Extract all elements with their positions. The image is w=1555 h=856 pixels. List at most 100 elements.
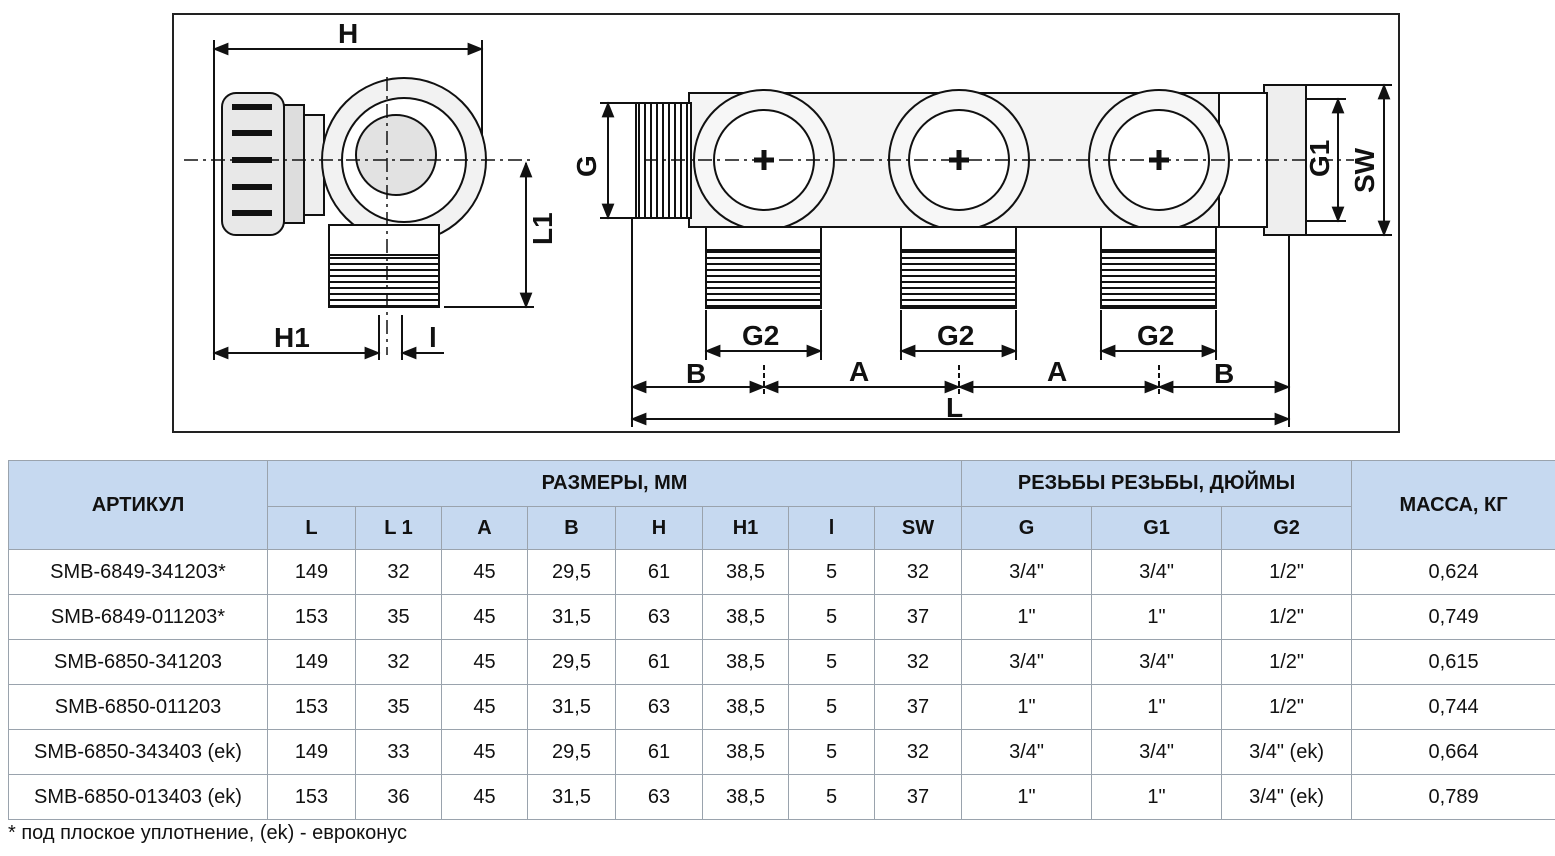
cell-sw: 32 bbox=[873, 639, 963, 685]
cell-l1: 36 bbox=[355, 774, 442, 820]
label-G2-3: G2 bbox=[1137, 320, 1174, 351]
header-threads: РЕЗЬБЫ РЕЗЬБЫ, ДЮЙМЫ bbox=[961, 460, 1353, 507]
front-view-labels: G G1 SW G2 G2 G2 B A A B L bbox=[571, 140, 1380, 423]
footnote: * под плоское уплотнение, (ek) - еврокон… bbox=[8, 822, 408, 844]
cell-a: 45 bbox=[441, 774, 528, 820]
cell-g: 3/4" bbox=[961, 729, 1093, 775]
cell-g1: 1" bbox=[1091, 684, 1223, 730]
cell-article: SMB-6850-341203 bbox=[8, 639, 268, 685]
col-header: B bbox=[527, 506, 616, 550]
cell-g2: 3/4" (ek) bbox=[1221, 774, 1353, 820]
cell-article: SMB-6850-343403 (ek) bbox=[8, 729, 268, 775]
technical-drawing: H L1 H1 l bbox=[172, 13, 1400, 433]
manifold-drawing-svg: H L1 H1 l bbox=[184, 18, 1392, 427]
label-A-1: A bbox=[849, 356, 869, 387]
cell-b: 29,5 bbox=[527, 549, 616, 595]
cell-l: 149 bbox=[267, 639, 356, 685]
specifications-table: АРТИКУЛ РАЗМЕРЫ, ММ РЕЗЬБЫ РЕЗЬБЫ, ДЮЙМЫ… bbox=[8, 460, 1555, 820]
label-G: G bbox=[571, 155, 602, 177]
side-view-labels: H L1 H1 l bbox=[274, 18, 558, 353]
cell-g1: 1" bbox=[1091, 774, 1223, 820]
cell-mass: 0,664 bbox=[1351, 729, 1555, 775]
cell-l1: 35 bbox=[355, 594, 442, 640]
cell-a: 45 bbox=[441, 639, 528, 685]
cell-sw: 32 bbox=[873, 549, 963, 595]
cell-h: 63 bbox=[615, 684, 703, 730]
col-header: H1 bbox=[702, 506, 789, 550]
label-H: H bbox=[338, 18, 358, 49]
cell-h: 61 bbox=[615, 729, 703, 775]
header-article: АРТИКУЛ bbox=[8, 460, 268, 550]
cell-l: 153 bbox=[267, 684, 356, 730]
cell-h1: 38,5 bbox=[702, 729, 789, 775]
col-header: G bbox=[961, 506, 1093, 550]
col-header: L bbox=[267, 506, 356, 550]
label-B-right: B bbox=[1214, 358, 1234, 389]
cell-b: 31,5 bbox=[527, 594, 616, 640]
cell-h: 61 bbox=[615, 639, 703, 685]
cell-l1: 33 bbox=[355, 729, 442, 775]
cell-mass: 0,744 bbox=[1351, 684, 1555, 730]
cell-h1: 38,5 bbox=[702, 684, 789, 730]
cell-mass: 0,749 bbox=[1351, 594, 1555, 640]
cell-g2: 3/4" (ek) bbox=[1221, 729, 1353, 775]
label-L1: L1 bbox=[527, 212, 558, 245]
cell-h: 63 bbox=[615, 594, 703, 640]
cell-l: 153 bbox=[267, 594, 356, 640]
cell-l: 5 bbox=[788, 639, 875, 685]
cell-g1: 1" bbox=[1091, 594, 1223, 640]
front-view bbox=[600, 83, 1392, 427]
cell-g2: 1/2" bbox=[1221, 549, 1353, 595]
cell-a: 45 bbox=[441, 729, 528, 775]
cell-sw: 32 bbox=[873, 729, 963, 775]
cell-g1: 3/4" bbox=[1091, 729, 1223, 775]
col-header: L 1 bbox=[355, 506, 442, 550]
label-G2-2: G2 bbox=[937, 320, 974, 351]
cell-l: 5 bbox=[788, 549, 875, 595]
cell-l1: 35 bbox=[355, 684, 442, 730]
cell-g2: 1/2" bbox=[1221, 684, 1353, 730]
cell-l: 5 bbox=[788, 774, 875, 820]
cell-l: 149 bbox=[267, 729, 356, 775]
header-mass: МАССА, КГ bbox=[1351, 460, 1555, 550]
cell-l: 153 bbox=[267, 774, 356, 820]
cell-h1: 38,5 bbox=[702, 594, 789, 640]
cell-article: SMB-6849-011203* bbox=[8, 594, 268, 640]
cell-g: 3/4" bbox=[961, 639, 1093, 685]
label-L: L bbox=[946, 392, 963, 423]
cell-l: 5 bbox=[788, 594, 875, 640]
cell-b: 31,5 bbox=[527, 774, 616, 820]
cell-g1: 3/4" bbox=[1091, 639, 1223, 685]
cell-l: 149 bbox=[267, 549, 356, 595]
cell-article: SMB-6850-013403 (ek) bbox=[8, 774, 268, 820]
cell-g: 3/4" bbox=[961, 549, 1093, 595]
cell-sw: 37 bbox=[873, 774, 963, 820]
cell-mass: 0,615 bbox=[1351, 639, 1555, 685]
cell-h: 63 bbox=[615, 774, 703, 820]
col-header: SW bbox=[873, 506, 963, 550]
cell-mass: 0,789 bbox=[1351, 774, 1555, 820]
cell-b: 31,5 bbox=[527, 684, 616, 730]
cell-article: SMB-6849-341203* bbox=[8, 549, 268, 595]
cell-g2: 1/2" bbox=[1221, 639, 1353, 685]
label-G2-1: G2 bbox=[742, 320, 779, 351]
cell-l: 5 bbox=[788, 684, 875, 730]
cell-a: 45 bbox=[441, 594, 528, 640]
col-header: l bbox=[788, 506, 875, 550]
cell-g: 1" bbox=[961, 684, 1093, 730]
label-SW: SW bbox=[1349, 147, 1380, 193]
label-A-2: A bbox=[1047, 356, 1067, 387]
cell-b: 29,5 bbox=[527, 729, 616, 775]
cell-h: 61 bbox=[615, 549, 703, 595]
label-l: l bbox=[429, 322, 437, 353]
label-G1: G1 bbox=[1304, 140, 1335, 177]
cell-article: SMB-6850-011203 bbox=[8, 684, 268, 730]
col-header: G2 bbox=[1221, 506, 1353, 550]
cell-a: 45 bbox=[441, 549, 528, 595]
col-header: H bbox=[615, 506, 703, 550]
cell-h1: 38,5 bbox=[702, 639, 789, 685]
